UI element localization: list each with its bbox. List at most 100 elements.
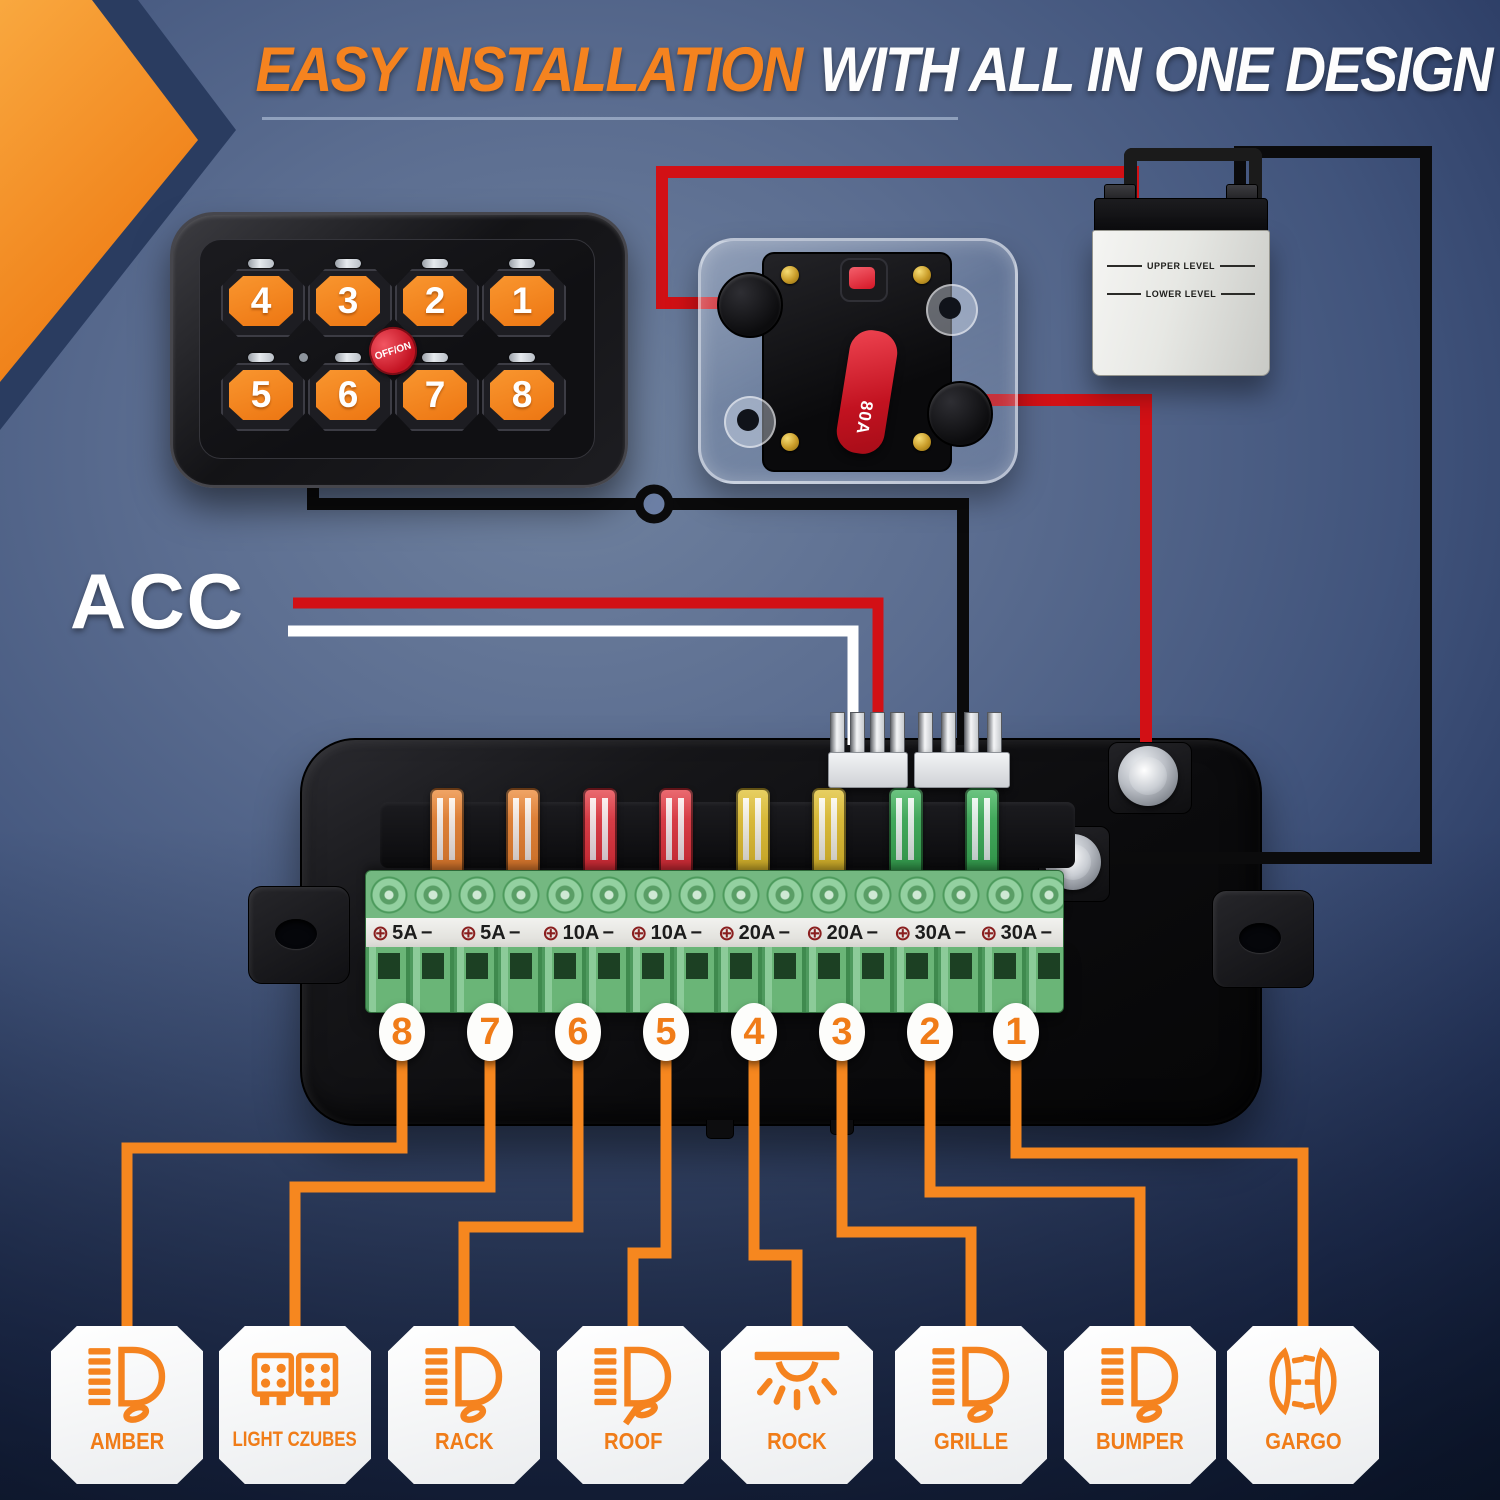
led-indicator <box>422 259 448 268</box>
output-badge-grille: GRILLE <box>895 1326 1047 1484</box>
wire-acc-white <box>288 625 859 745</box>
led-indicator <box>335 259 361 268</box>
breaker-reset-button[interactable] <box>840 258 888 302</box>
output-badge-light-cubes: LIGHT CZUBES <box>219 1326 371 1484</box>
wire-output-1 <box>1010 1012 1309 1332</box>
tap-label-30a: ⊕30A− <box>894 921 966 945</box>
plus-icon: ⊕ <box>542 921 560 945</box>
mount-hole-icon <box>1239 923 1281 953</box>
fuse-30a <box>965 788 999 874</box>
fuse-5a <box>430 788 464 874</box>
output-badge-label: GRILLE <box>933 1428 1009 1454</box>
output-badge-label: GARGO <box>1264 1428 1342 1454</box>
plus-icon: ⊕ <box>894 921 912 945</box>
tap-label-30a: ⊕30A− <box>980 921 1052 945</box>
led-indicator <box>248 353 274 362</box>
output-badge-gargo: GARGO <box>1227 1326 1379 1484</box>
wire-output-7 <box>289 1012 496 1332</box>
plus-icon: ⊕ <box>459 921 478 945</box>
switch-button-5[interactable]: 5 <box>229 370 293 420</box>
title-highlight: EASY INSTALLATION <box>255 35 804 105</box>
breaker-rating: 80A <box>852 399 877 437</box>
switch-button-3[interactable]: 3 <box>316 276 380 326</box>
wire-output-5 <box>627 1012 672 1332</box>
title-underline <box>262 117 958 120</box>
tap-label-5a: ⊕5A− <box>371 921 433 945</box>
wire-output-2 <box>924 1012 1146 1332</box>
output-badge-label: ROCK <box>767 1428 827 1454</box>
battery-lower-level-line: LOWER LEVEL <box>1107 289 1255 299</box>
tap-label-10a: ⊕10A− <box>542 921 614 945</box>
battery-top-cap <box>1094 198 1268 234</box>
output-badge-roof: ROOF <box>557 1326 709 1484</box>
cargo-light-icon <box>1257 1342 1349 1426</box>
output-badge-bumper: BUMPER <box>1064 1326 1216 1484</box>
led-indicator <box>248 259 274 268</box>
battery-upper-level-label: UPPER LEVEL <box>1147 261 1216 271</box>
minus-icon: − <box>954 921 966 944</box>
switch-button-8[interactable]: 8 <box>490 370 554 420</box>
terminal-label-strip <box>365 918 1064 947</box>
output-number-7: 7 <box>467 1003 513 1061</box>
output-badge-label: LIGHT CZUBES <box>232 1428 358 1451</box>
box-tab <box>706 1120 734 1139</box>
headlight-icon <box>81 1342 173 1426</box>
output-badge-label: ROOF <box>603 1428 663 1454</box>
wire-acc-red <box>293 597 884 745</box>
tap-label-20a: ⊕20A− <box>718 921 790 945</box>
output-number-1: 1 <box>993 1003 1039 1061</box>
wire-output-8 <box>121 1012 408 1332</box>
fuse-slot-row <box>380 802 1075 868</box>
led-indicator <box>422 353 448 362</box>
fuse-20a <box>812 788 846 874</box>
plus-icon: ⊕ <box>980 921 998 945</box>
tap-label-10a: ⊕10A− <box>630 921 702 945</box>
switch-panel: 4 3 2 1 5 6 7 8 OFF/ON <box>170 212 628 488</box>
screw-icon <box>781 266 799 284</box>
switch-button-6[interactable]: 6 <box>316 370 380 420</box>
headlight-icon <box>1094 1342 1186 1426</box>
output-badge-label: RACK <box>434 1428 494 1454</box>
breaker-mount-hole-icon <box>926 284 978 336</box>
led-indicator <box>509 259 535 268</box>
mount-ear-right <box>1212 890 1314 988</box>
output-badge-rack: RACK <box>388 1326 540 1484</box>
terminal-screw-row <box>365 870 1064 920</box>
wire-output-4 <box>748 1012 803 1332</box>
rock-light-icon <box>751 1342 843 1426</box>
output-number-5: 5 <box>643 1003 689 1061</box>
wire-battery-ground-black <box>1078 146 1432 864</box>
plus-icon: ⊕ <box>718 921 736 945</box>
switch-button-1[interactable]: 1 <box>490 276 554 326</box>
terminal-clamp-row <box>365 947 1064 1013</box>
light-cubes-icon <box>249 1342 341 1426</box>
battery-lower-level-label: LOWER LEVEL <box>1145 289 1217 299</box>
wire-breaker-to-box-red <box>955 394 1152 772</box>
minus-icon: − <box>508 921 521 944</box>
led-indicator <box>509 353 535 362</box>
output-number-4: 4 <box>731 1003 777 1061</box>
fuse-5a <box>506 788 540 874</box>
switch-button-2[interactable]: 2 <box>403 276 467 326</box>
minus-icon: − <box>778 921 790 944</box>
output-number-2: 2 <box>907 1003 953 1061</box>
plus-icon: ⊕ <box>371 921 390 945</box>
minus-icon: − <box>866 921 878 944</box>
switch-button-7[interactable]: 7 <box>403 370 467 420</box>
headlight-icon <box>418 1342 510 1426</box>
output-badge-rock: ROCK <box>721 1326 873 1484</box>
harness-connector-panel <box>914 712 1010 788</box>
tap-label-20a: ⊕20A− <box>806 921 878 945</box>
switch-button-4[interactable]: 4 <box>229 276 293 326</box>
led-indicator <box>335 353 361 362</box>
battery-body: UPPER LEVEL LOWER LEVEL <box>1092 230 1270 376</box>
breaker-terminal-left <box>717 272 783 338</box>
output-badge-label: BUMPER <box>1096 1428 1184 1454</box>
minus-icon: − <box>690 921 702 944</box>
plus-icon: ⊕ <box>806 921 824 945</box>
power-stud-positive <box>1118 746 1178 806</box>
output-number-3: 3 <box>819 1003 865 1061</box>
